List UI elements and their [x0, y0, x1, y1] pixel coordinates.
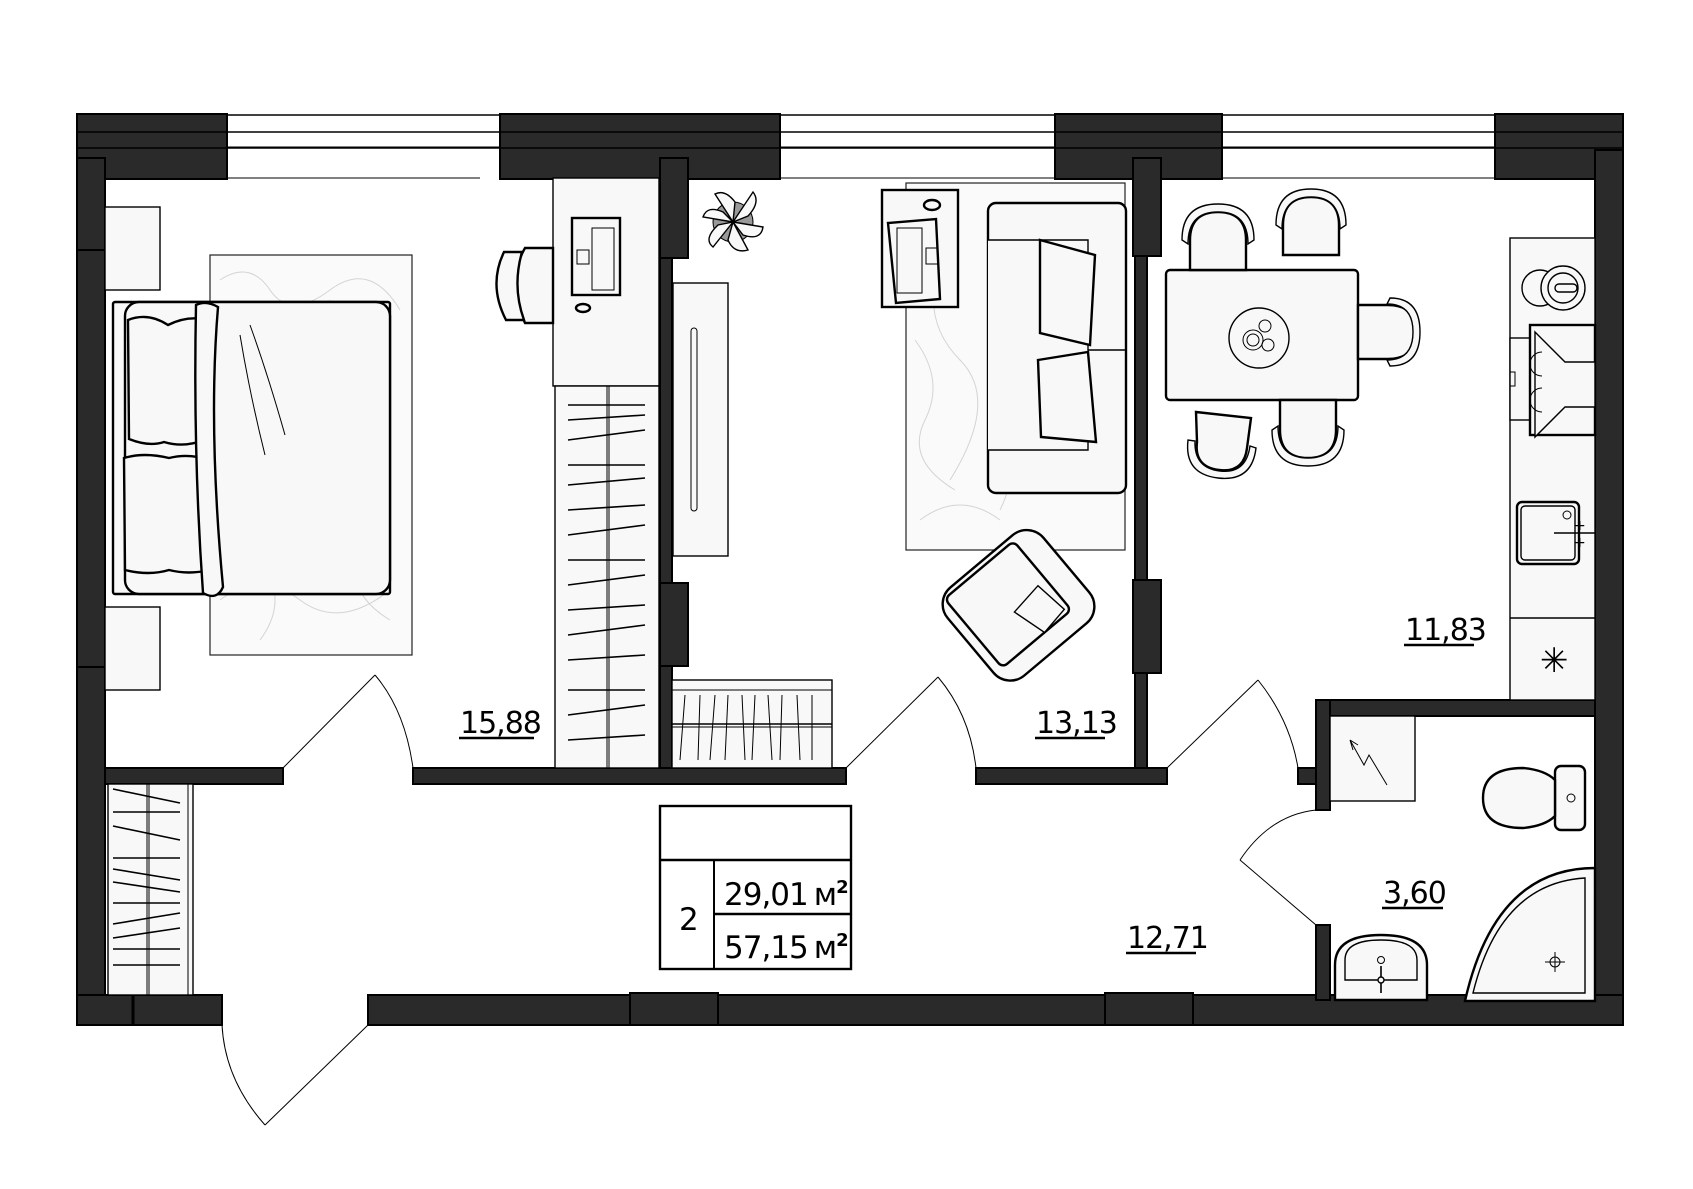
cushion-1 [1038, 238, 1097, 347]
wall-bath-left-low [1315, 924, 1331, 1001]
doors [221, 674, 1317, 1126]
desk-area [495, 177, 660, 387]
room-labels: 15,88 13,13 11,83 12,71 3,60 [459, 613, 1487, 956]
room-area-living: 13,13 [1036, 706, 1117, 741]
top-wall-segment-3 [1054, 113, 1223, 180]
armchair [941, 528, 1096, 682]
door-kitchen[interactable] [1166, 679, 1299, 769]
door-bedroom[interactable] [282, 674, 414, 769]
wall-bath-left-top [1315, 699, 1331, 811]
nightstand-bottom [104, 606, 161, 691]
tv [690, 327, 698, 512]
room-area-bedroom: 15,88 [460, 706, 541, 741]
bedroom [104, 206, 413, 691]
top-wall-segment-2 [499, 113, 781, 180]
wall-bedroom-living-pier [659, 582, 689, 667]
svg-text:+: + [1574, 535, 1586, 551]
shower-icon [1463, 866, 1597, 1003]
wardrobe-hangers [567, 404, 646, 741]
wardrobe-hallway [107, 783, 194, 996]
dining-chairs [1181, 188, 1421, 480]
room-area-bathroom: 3,60 [1383, 876, 1446, 911]
laptop-living [886, 217, 942, 305]
laptop [570, 216, 622, 297]
wall-bedroom-living-low [659, 665, 673, 771]
door-bathroom[interactable] [1239, 809, 1317, 926]
hallway [107, 783, 194, 996]
window-kitchen [1222, 114, 1495, 179]
svg-text:+: + [1574, 518, 1586, 534]
left-wall [76, 157, 106, 1026]
rooms-count: 2 [679, 902, 698, 938]
wall-living-kitchen-pier [1132, 579, 1162, 674]
room-area-kitchen: 11,83 [1405, 613, 1486, 648]
wall-bath-top [1315, 699, 1596, 717]
blanket-fold [194, 301, 225, 598]
wall-living-kitchen-low [1134, 672, 1148, 771]
electric-panel [1329, 715, 1416, 802]
bottom-wall-right [367, 994, 1624, 1026]
wall-bedroom-living-mid [659, 257, 673, 584]
right-wall [1594, 149, 1624, 1026]
mouse [574, 302, 592, 314]
window-bedroom [227, 114, 500, 179]
window-living-room [780, 114, 1055, 179]
exterior-walls [76, 113, 1624, 1026]
nightstand-top [104, 206, 161, 291]
kitchen-counter [1509, 237, 1596, 701]
wardrobe-column [554, 385, 660, 769]
kettle-icon [1521, 265, 1586, 311]
stove-hood [1509, 323, 1597, 439]
wall-bedroom-living-top [659, 157, 689, 259]
bottom-wall-pier-2 [1104, 992, 1194, 1026]
wall-corridor-1 [104, 767, 284, 785]
tv-stand [672, 282, 729, 557]
bathroom [1329, 715, 1597, 1003]
plant-icon [702, 190, 764, 252]
wardrobe-living [671, 679, 833, 769]
bottom-wall-left [76, 994, 223, 1026]
wall-living-kitchen-mid [1134, 255, 1148, 581]
door-living-room[interactable] [845, 676, 977, 769]
wall-corridor-3 [975, 767, 1168, 785]
room-area-hallway: 12,71 [1127, 921, 1208, 956]
electric-icon [1349, 739, 1388, 786]
wall-corridor-2 [412, 767, 847, 785]
wall-living-kitchen-top [1132, 157, 1162, 257]
interior-walls [104, 157, 1596, 1001]
kitchen: + + ✳ [1164, 188, 1597, 701]
ventilation-icon: ✳ [1540, 641, 1569, 681]
living-room [672, 182, 1128, 682]
bottom-wall-pier-1 [629, 992, 719, 1026]
cushion-2 [1036, 350, 1098, 444]
toilet-icon [1481, 764, 1587, 832]
washbasin-icon [1333, 933, 1429, 1002]
door-entrance[interactable] [221, 1024, 369, 1126]
sink-icon: + + [1515, 500, 1595, 566]
